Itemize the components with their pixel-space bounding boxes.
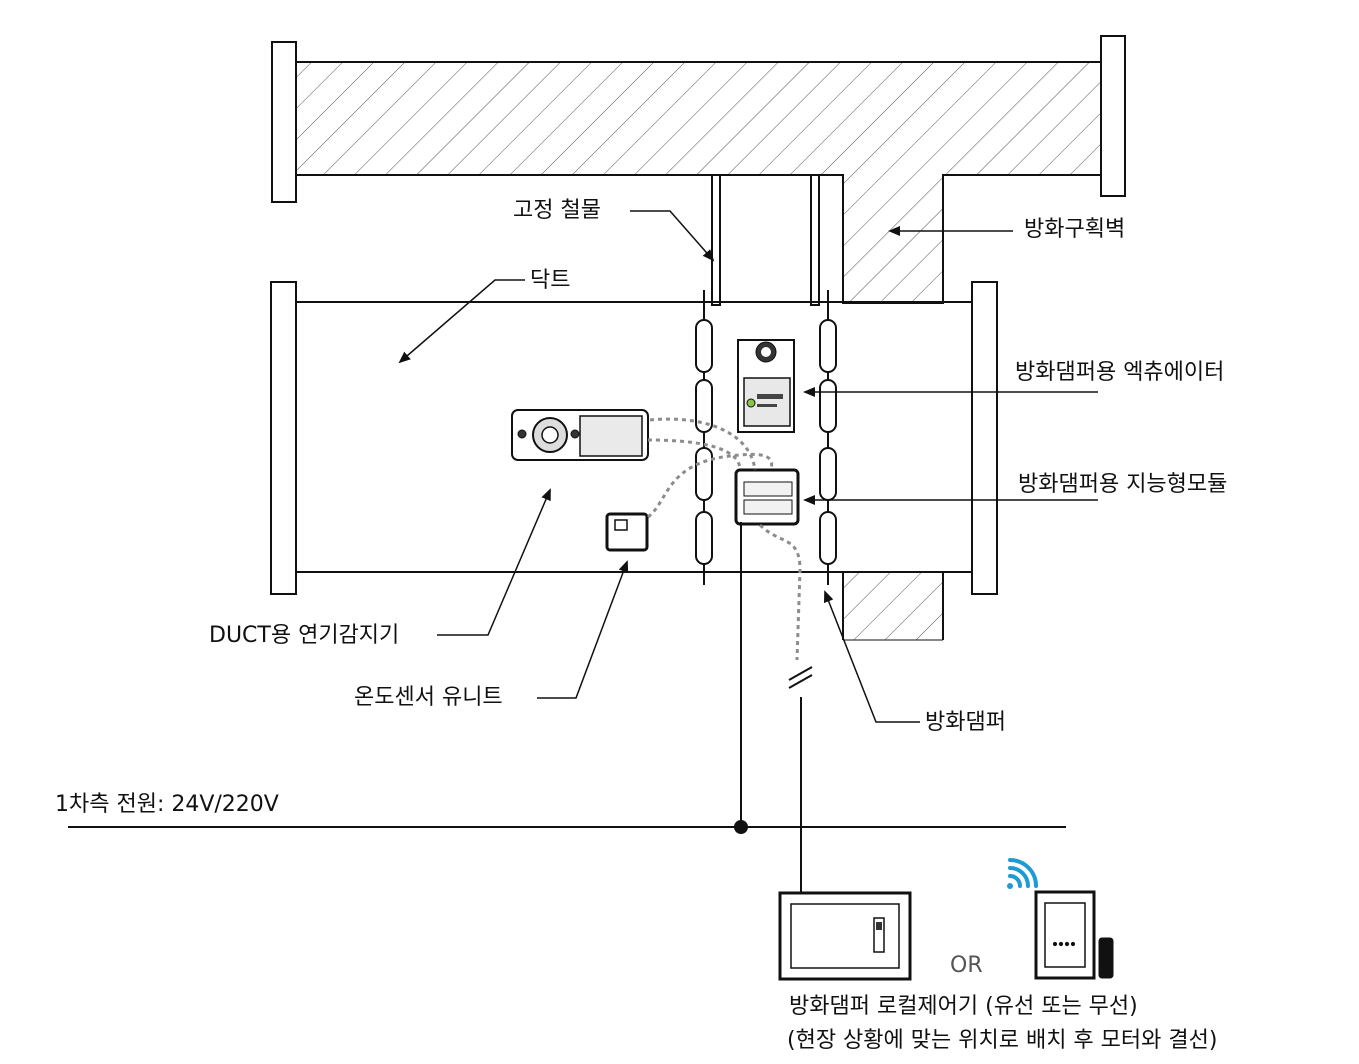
label-smoke-detector: DUCT용 연기감지기 [209,623,400,648]
duct-smoke-detector [511,409,649,461]
fixing-brackets [711,174,820,306]
smart-module [734,468,800,526]
label-temperature-sensor: 온도센서 유니트 [354,685,503,710]
fire-damper-frame [695,290,837,585]
fire-wall [271,35,1126,641]
leader-lines [398,210,1098,723]
label-fire-damper: 방화댐퍼 [925,710,1006,735]
label-fixing-bracket: 고정 철물 [513,198,601,223]
label-actuator: 방화댐퍼용 엑츄에이터 [1015,360,1225,385]
label-smart-module: 방화댐퍼용 지능형모듈 [1018,472,1228,497]
damper-actuator [737,339,795,433]
duct [270,281,998,595]
local-controller-wired [778,891,912,981]
power-junction [734,820,748,834]
label-controller-line1: 방화댐퍼 로컬제어기 (유선 또는 무선) [789,994,1138,1019]
signal-wiring [647,417,802,661]
local-controller-wireless [1034,890,1114,980]
label-duct: 닥트 [530,268,571,293]
label-fire-wall: 방화구획벽 [1024,217,1126,242]
label-or: OR [950,953,983,978]
wifi-icon [1007,858,1038,889]
label-controller-line2: (현장 상황에 맞는 위치로 배치 후 모터와 결선) [787,1028,1218,1053]
temperature-sensor-unit [605,512,649,552]
label-power: 1차측 전원: 24V/220V [55,792,279,817]
power-wiring [68,522,1066,900]
